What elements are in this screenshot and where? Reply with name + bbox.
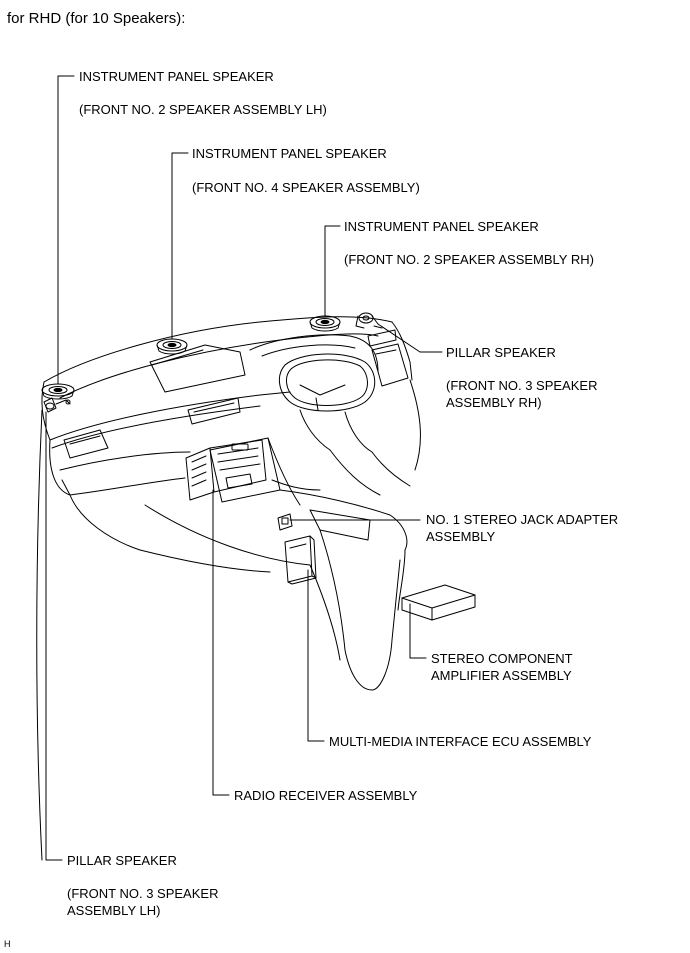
label-multimedia-ecu: MULTI-MEDIA INTERFACE ECU ASSEMBLY — [329, 734, 592, 749]
multimedia-ecu-icon — [284, 535, 317, 585]
label-amplifier-1: STEREO COMPONENT — [431, 651, 573, 666]
diagram-title: for RHD (for 10 Speakers): — [7, 10, 186, 27]
label-amplifier-2: AMPLIFIER ASSEMBLY — [431, 668, 572, 683]
amplifier-icon — [401, 584, 476, 621]
label-pillar-speaker-rh-sub2: ASSEMBLY RH) — [446, 395, 542, 410]
label-pillar-speaker-rh-sub1: (FRONT NO. 3 SPEAKER — [446, 378, 598, 393]
label-pillar-speaker-rh: PILLAR SPEAKER — [446, 345, 556, 360]
label-pillar-speaker-lh-sub1: (FRONT NO. 3 SPEAKER — [67, 886, 219, 901]
label-ip-speaker-lh-sub: (FRONT NO. 2 SPEAKER ASSEMBLY LH) — [79, 102, 327, 117]
stereo-jack-adapter-icon — [277, 513, 293, 531]
speaker-pillar-rh-icon — [355, 312, 383, 329]
label-ip-speaker-center: INSTRUMENT PANEL SPEAKER — [192, 146, 387, 161]
dashboard-outline — [36, 316, 421, 861]
radio-receiver-icon — [185, 439, 267, 501]
label-ip-speaker-rh: INSTRUMENT PANEL SPEAKER — [344, 219, 539, 234]
speaker-pillar-lh-icon — [43, 397, 71, 413]
label-stereo-jack-adapter-1: NO. 1 STEREO JACK ADAPTER — [426, 512, 619, 527]
label-pillar-speaker-lh: PILLAR SPEAKER — [67, 853, 177, 868]
label-ip-speaker-center-sub: (FRONT NO. 4 SPEAKER ASSEMBLY) — [192, 180, 420, 195]
label-ip-speaker-lh: INSTRUMENT PANEL SPEAKER — [79, 69, 274, 84]
leader-lines — [45, 75, 443, 861]
speaker-ip-rh-icon — [309, 315, 341, 332]
label-radio-receiver: RADIO RECEIVER ASSEMBLY — [234, 788, 418, 803]
label-ip-speaker-rh-sub: (FRONT NO. 2 SPEAKER ASSEMBLY RH) — [344, 252, 594, 267]
label-stereo-jack-adapter-2: ASSEMBLY — [426, 529, 496, 544]
label-pillar-speaker-lh-sub2: ASSEMBLY LH) — [67, 903, 161, 918]
speaker-ip-lh-icon — [41, 383, 75, 400]
corner-mark: H — [4, 939, 11, 949]
